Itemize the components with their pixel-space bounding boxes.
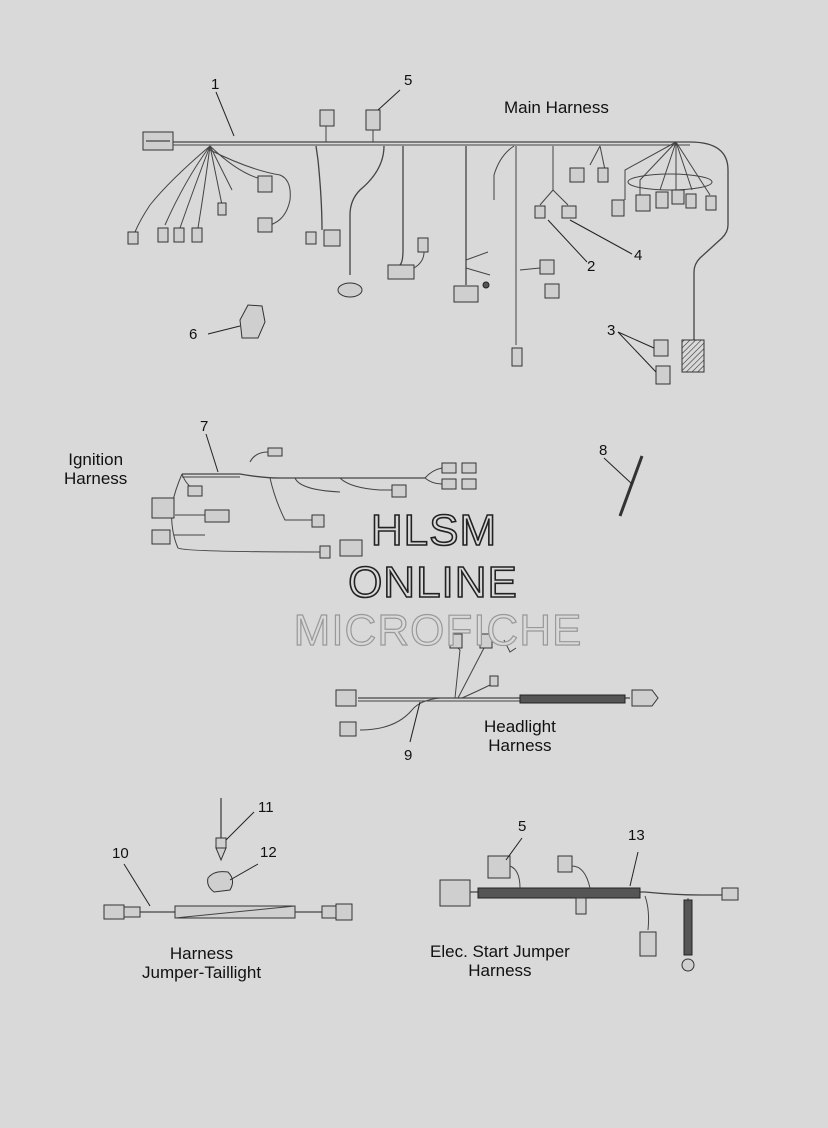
callout-4: 4 bbox=[634, 247, 643, 264]
callout-5: 5 bbox=[404, 72, 413, 89]
watermark-line2: ONLINE bbox=[347, 557, 518, 608]
watermark-line3: MICROFICHE bbox=[293, 605, 583, 655]
callout-8: 8 bbox=[599, 442, 608, 459]
connector-3b bbox=[655, 365, 671, 385]
callout-6: 6 bbox=[189, 326, 198, 343]
callout-9: 9 bbox=[404, 747, 413, 764]
main-harness-end-block bbox=[681, 339, 705, 373]
title-main-harness: Main Harness bbox=[504, 98, 609, 117]
callout-3: 3 bbox=[607, 322, 616, 339]
title-headlight-harness: Headlight Harness bbox=[484, 717, 556, 755]
taillight-jumper-harness bbox=[103, 798, 353, 921]
elec-start-jumper-harness bbox=[439, 837, 739, 972]
title-taillight-jumper: Harness Jumper-Taillight bbox=[142, 944, 262, 982]
title-ignition-harness: Ignition Harness bbox=[64, 450, 128, 488]
callout-5b: 5 bbox=[518, 818, 527, 835]
headlight-harness bbox=[335, 633, 659, 743]
callout-12: 12 bbox=[260, 844, 277, 861]
main-harness bbox=[127, 89, 729, 385]
main-harness-trunk bbox=[173, 141, 729, 340]
callout-7: 7 bbox=[200, 418, 209, 435]
callout-10: 10 bbox=[112, 845, 129, 862]
callout-13: 13 bbox=[628, 827, 645, 844]
title-elec-start-jumper: Elec. Start Jumper Harness bbox=[430, 942, 570, 980]
callout-11: 11 bbox=[258, 799, 274, 816]
connector-3a bbox=[653, 339, 669, 357]
part-6 bbox=[239, 304, 266, 339]
callout-2: 2 bbox=[587, 258, 596, 275]
watermark-line1: HLSM bbox=[370, 505, 498, 556]
part-8 bbox=[618, 455, 644, 517]
callout-1: 1 bbox=[211, 76, 220, 93]
ignition-harness bbox=[151, 433, 644, 559]
